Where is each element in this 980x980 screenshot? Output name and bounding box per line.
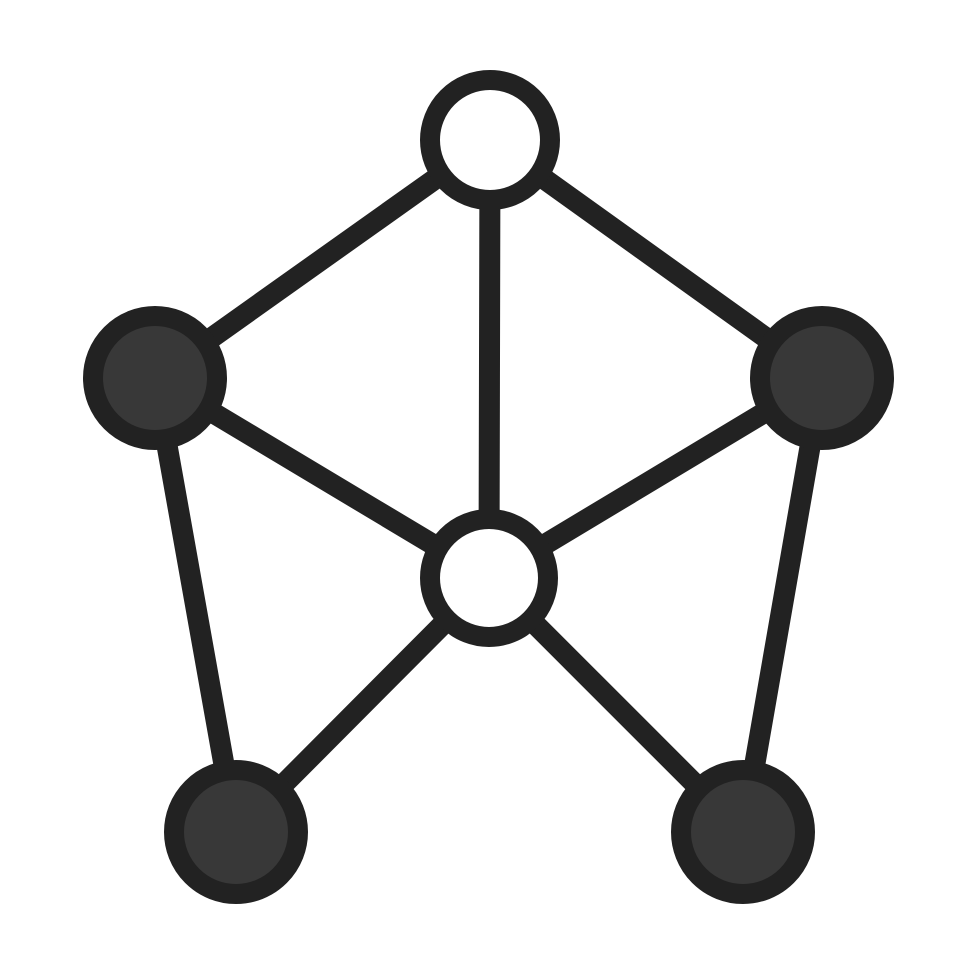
node-bottom-right: [671, 760, 815, 904]
node-right: [750, 306, 894, 450]
edge-left-bottom-left: [144, 367, 247, 843]
node-left: [83, 306, 227, 450]
edge-top-center: [478, 129, 501, 589]
edges-layer: [144, 129, 833, 843]
edge-right-bottom-right: [732, 367, 833, 843]
node-top: [420, 70, 560, 210]
node-bottom-left: [164, 760, 308, 904]
node-center: [420, 509, 558, 647]
nodes-layer: [83, 70, 894, 904]
